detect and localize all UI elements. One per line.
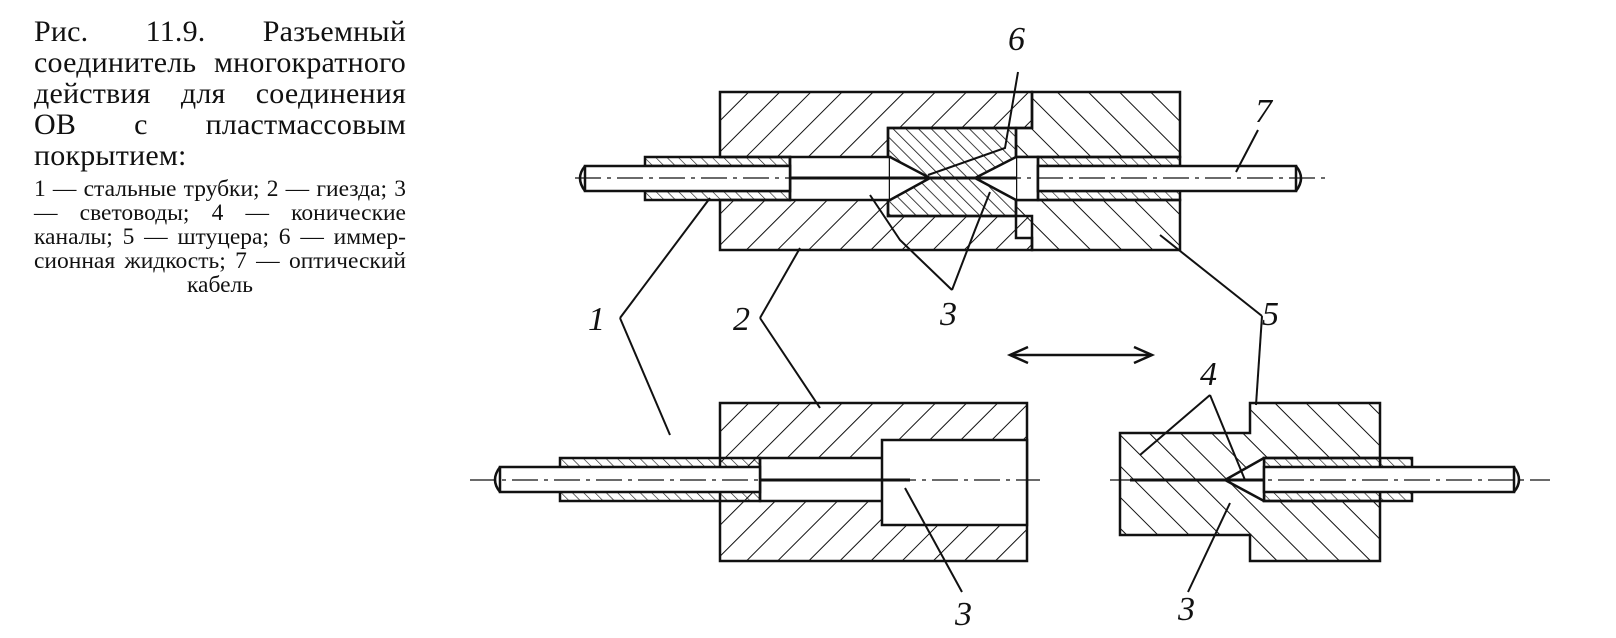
assembled-connector [575,90,1330,252]
label-3-bottom-right: 3 [1177,591,1195,628]
caption-title: Рис. 11.9. Разъемный соединитель много­к… [34,15,406,172]
label-4: 4 [1200,356,1217,393]
right-fitting [1014,90,1182,159]
label-6: 6 [1008,21,1025,58]
disassembled-connector [470,401,1550,563]
caption-legend: 1 — стальные трубки; 2 — гиезда; 3 — све… [34,176,406,298]
label-3-top: 3 [939,296,957,333]
label-2: 2 [733,301,750,338]
part-labels: 6 7 1 2 3 5 4 3 3 [588,21,1279,633]
separation-arrow [1006,345,1156,365]
label-5: 5 [1262,296,1279,333]
label-1: 1 [588,301,605,338]
figure-caption: Рис. 11.9. Разъемный соединитель много­к… [34,16,406,297]
label-7: 7 [1255,93,1274,130]
leader-lines [619,71,1263,593]
label-3-bottom-left: 3 [954,596,972,633]
right-fitting-lower [1014,198,1182,252]
